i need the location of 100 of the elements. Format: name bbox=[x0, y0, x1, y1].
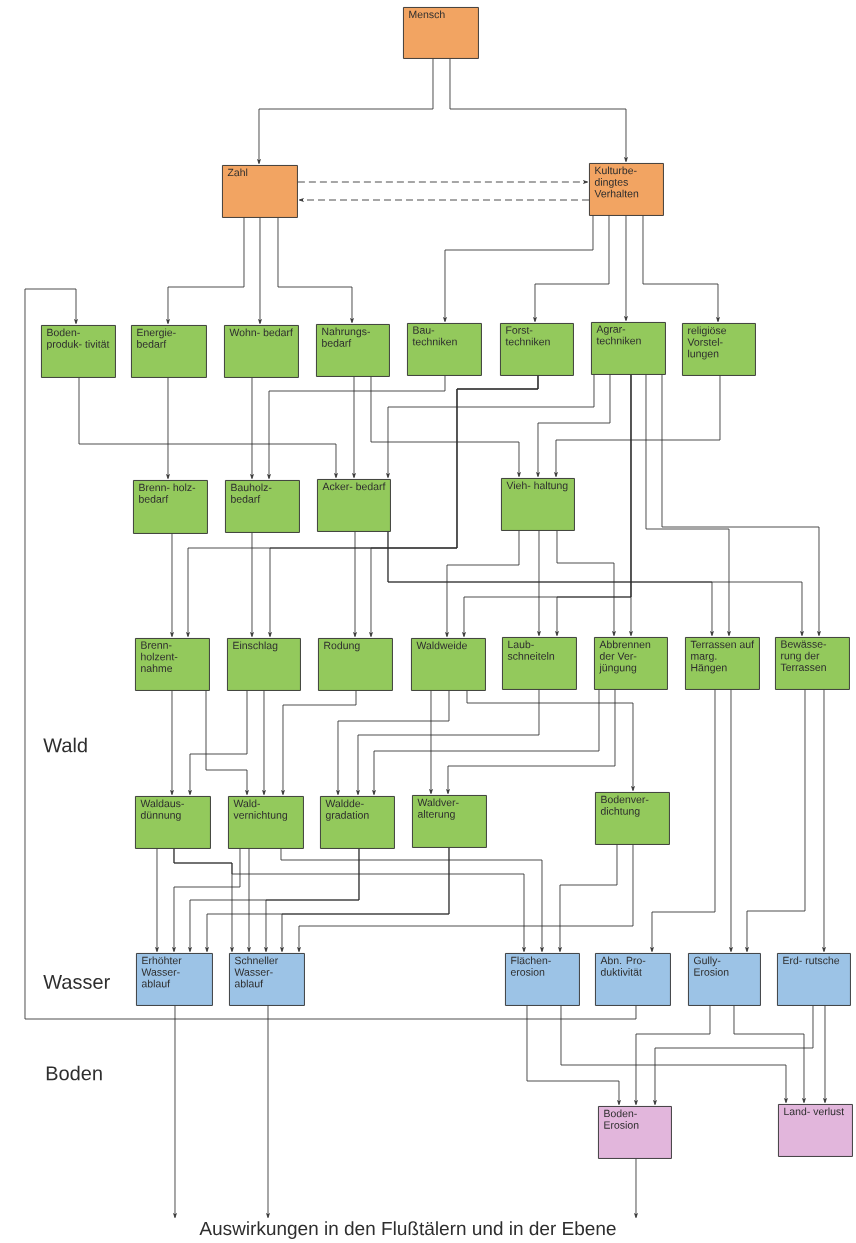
arrow bbox=[353, 531, 357, 638]
process-box: Brenn- holzent- nahme bbox=[135, 638, 210, 691]
arrow bbox=[449, 58, 628, 163]
process-box: Schneller Wasser- ablauf bbox=[229, 953, 305, 1006]
arrow bbox=[352, 376, 356, 479]
arrow bbox=[166, 377, 170, 480]
arrow bbox=[297, 180, 589, 184]
arrow bbox=[526, 1005, 621, 1106]
arrow bbox=[370, 376, 521, 478]
arrow bbox=[556, 530, 616, 637]
arrow bbox=[297, 844, 634, 953]
arrow bbox=[277, 217, 354, 324]
arrow bbox=[729, 689, 733, 953]
process-box: Rodung bbox=[318, 638, 393, 691]
arrow bbox=[250, 532, 254, 638]
arrow bbox=[429, 690, 433, 795]
arrow bbox=[281, 690, 357, 796]
process-box: Kulturbe- dingtes Verhalten bbox=[589, 163, 664, 216]
arrow bbox=[280, 847, 450, 953]
process-box: Nahrungs- bedarf bbox=[316, 324, 390, 377]
process-box: Bewässe- rung der Terrassen bbox=[775, 637, 850, 690]
process-box: Zahl bbox=[222, 165, 298, 218]
process-box: Erd- rutsche bbox=[777, 953, 851, 1006]
arrow bbox=[188, 690, 248, 796]
arrow bbox=[446, 689, 616, 795]
arrow bbox=[264, 848, 360, 953]
arrow bbox=[645, 374, 731, 637]
process-box: Boden- Erosion bbox=[598, 1106, 672, 1159]
process-box: Abn. Pro- duktivität bbox=[595, 953, 671, 1006]
process-box: Waldde- gradation bbox=[320, 796, 395, 849]
arrow bbox=[258, 217, 262, 325]
arrow bbox=[537, 530, 541, 637]
arrow bbox=[262, 690, 266, 796]
process-box: Bodenver- dichtung bbox=[595, 792, 670, 845]
arrow bbox=[745, 689, 806, 953]
process-box: Agrar- techniken bbox=[591, 322, 666, 375]
process-box: Gully- Erosion bbox=[688, 953, 761, 1006]
arrow bbox=[624, 215, 628, 322]
region-label: Boden bbox=[46, 1065, 102, 1081]
arrow bbox=[386, 374, 595, 479]
arrow bbox=[166, 217, 245, 325]
arrow bbox=[298, 198, 590, 202]
arrow bbox=[634, 1158, 638, 1219]
arrow bbox=[466, 690, 635, 792]
arrow bbox=[280, 848, 544, 953]
region-label: Wald bbox=[43, 737, 87, 753]
arrow bbox=[661, 374, 821, 637]
process-box: Wohn- bedarf bbox=[224, 325, 299, 378]
arrow bbox=[356, 689, 540, 796]
arrow bbox=[257, 58, 434, 165]
arrow bbox=[247, 848, 251, 953]
arrow bbox=[634, 1005, 711, 1106]
arrow bbox=[629, 374, 633, 637]
process-box: Flächen- erosion bbox=[505, 953, 580, 1006]
arrow bbox=[336, 690, 450, 796]
process-box: Vieh- haltung bbox=[501, 478, 575, 531]
process-box: Erhöhter Wasser- ablauf bbox=[136, 953, 213, 1006]
arrow bbox=[445, 530, 520, 638]
arrow bbox=[78, 377, 338, 479]
arrow bbox=[173, 1005, 177, 1219]
arrow bbox=[558, 844, 618, 953]
process-box: Energie- bedarf bbox=[131, 325, 207, 378]
process-box: Laub- schneiteln bbox=[502, 637, 577, 690]
region-label: Wasser bbox=[43, 975, 110, 989]
process-box: Land- verlust bbox=[778, 1104, 853, 1157]
process-box: Terrassen auf marg. Hängen bbox=[685, 637, 760, 690]
arrow bbox=[205, 690, 249, 796]
arrow bbox=[733, 1005, 806, 1104]
arrow bbox=[250, 377, 254, 480]
process-box: Bau- techniken bbox=[407, 323, 482, 376]
process-box: Waldver- alterung bbox=[412, 795, 487, 848]
process-box: religiöse Vorstel- lungen bbox=[682, 323, 756, 376]
arrow bbox=[443, 215, 594, 323]
arrow bbox=[266, 1005, 270, 1219]
arrow bbox=[536, 374, 611, 478]
process-box: Acker- bedarf bbox=[317, 479, 391, 532]
process-box: Bauholz- bedarf bbox=[225, 480, 300, 533]
arrow bbox=[387, 531, 804, 637]
arrow bbox=[560, 1005, 788, 1104]
arrow bbox=[372, 689, 600, 796]
arrow bbox=[554, 375, 721, 478]
process-box: Abbrennen der Ver- jüngung bbox=[594, 637, 668, 690]
process-box: Mensch bbox=[403, 7, 479, 59]
arrow bbox=[653, 1005, 814, 1106]
process-box: Einschlag bbox=[227, 638, 301, 691]
process-box: Waldweide bbox=[411, 638, 486, 691]
arrow bbox=[822, 689, 826, 953]
arrow bbox=[533, 215, 610, 323]
process-box: Waldaus- dünnung bbox=[135, 796, 211, 849]
process-box: Brenn- holz- bedarf bbox=[133, 480, 208, 534]
arrow bbox=[155, 848, 159, 953]
arrow bbox=[170, 690, 174, 796]
arrow bbox=[173, 848, 526, 953]
arrow bbox=[823, 1005, 827, 1104]
arrow bbox=[267, 375, 446, 480]
process-box: Boden- produk- tivität bbox=[41, 325, 116, 378]
outcome-text: Auswirkungen in den Flußtälern und in der Ebene bbox=[199, 1221, 616, 1239]
arrow bbox=[170, 533, 174, 638]
process-box: Forst- techniken bbox=[500, 323, 574, 376]
arrow bbox=[24, 288, 637, 1020]
